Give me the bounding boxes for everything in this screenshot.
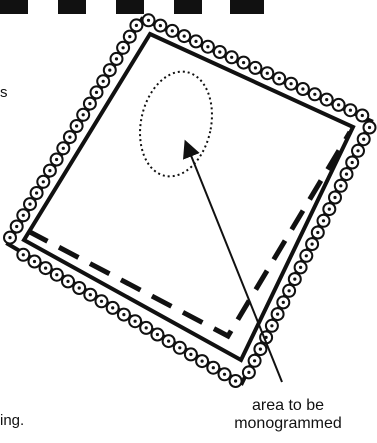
lace-eyelet	[218, 50, 221, 53]
lace-eyelet	[102, 80, 105, 83]
lace-eyelet	[111, 306, 114, 309]
lace-eyelet	[68, 136, 71, 139]
lace-eyelet	[305, 254, 308, 257]
lace-eyelet	[328, 208, 331, 211]
lace-eyelet	[171, 29, 174, 32]
lace-eyelet	[48, 169, 51, 172]
lace-eyelet	[33, 260, 36, 263]
lace-eyelet	[345, 173, 348, 176]
lace-eyelet	[290, 82, 293, 85]
lace-eyelet	[156, 333, 159, 336]
lace-eyelet	[299, 266, 302, 269]
cropped-text-fragment-bottom: ing.	[0, 412, 24, 430]
lace-eyelet	[178, 346, 181, 349]
lace-eyelet	[62, 147, 65, 150]
lace-eyelet	[282, 301, 285, 304]
lace-eyelet	[15, 225, 18, 228]
lace-eyelet	[22, 214, 25, 217]
lace-eyelet	[259, 348, 262, 351]
lace-eyelet	[82, 113, 85, 116]
lace-eyelet	[115, 57, 118, 60]
lace-eyelet	[212, 366, 215, 369]
lace-eyelet	[223, 373, 226, 376]
lace-eyelet	[322, 219, 325, 222]
lace-eyelet	[293, 278, 296, 281]
lace-eyelet	[311, 243, 314, 246]
lace-eyelet	[194, 40, 197, 43]
lace-eyelet	[35, 191, 38, 194]
lace-eyelet	[361, 114, 364, 117]
lace-eyelet	[100, 300, 103, 303]
lace-eyelet	[189, 353, 192, 356]
lace-eyelet	[78, 286, 81, 289]
lace-eyelet	[337, 103, 340, 106]
lace-eyelet	[253, 359, 256, 362]
lace-eyelet	[147, 19, 150, 22]
lace-eyelet	[278, 77, 281, 80]
lace-eyelet	[128, 35, 131, 38]
lace-eyelet	[206, 45, 209, 48]
lace-eyelet	[325, 98, 328, 101]
lace-eyelet	[266, 72, 269, 75]
lace-eyelet	[316, 231, 319, 234]
lace-eyelet	[242, 61, 245, 64]
cropped-text-fragment-top: s	[0, 84, 8, 102]
lace-eyelet	[349, 109, 352, 112]
lace-eyelet	[301, 87, 304, 90]
lace-eyelet	[122, 313, 125, 316]
lace-eyelet	[313, 93, 316, 96]
lace-eyelet	[55, 158, 58, 161]
lace-eyelet	[145, 326, 148, 329]
lace-eyelet	[44, 267, 47, 270]
lace-eyelet	[288, 289, 291, 292]
caption-line-1: area to be	[228, 397, 348, 415]
lace-eyelet	[167, 340, 170, 343]
lace-eyelet	[362, 138, 365, 141]
lace-eyelet	[42, 180, 45, 183]
lace-eyelet	[159, 24, 162, 27]
lace-eyelet	[247, 371, 250, 374]
lace-eyelet	[339, 184, 342, 187]
lace-eyelet	[276, 313, 279, 316]
monogram-caption: area to be monogrammed	[228, 397, 348, 433]
lace-eyelet	[368, 126, 371, 129]
lace-eyelet	[22, 253, 25, 256]
caption-line-2: monogrammed	[228, 415, 348, 433]
lace-eyelet	[89, 293, 92, 296]
lace-eyelet	[8, 236, 11, 239]
lace-eyelet	[270, 324, 273, 327]
lace-eyelet	[230, 56, 233, 59]
lace-eyelet	[201, 360, 204, 363]
lace-eyelet	[183, 35, 186, 38]
lace-eyelet	[135, 24, 138, 27]
lace-eyelet	[108, 69, 111, 72]
lace-eyelet	[88, 102, 91, 105]
lace-eyelet	[351, 161, 354, 164]
handkerchief	[4, 14, 376, 387]
lace-eyelet	[356, 149, 359, 152]
lace-eyelet	[333, 196, 336, 199]
lace-eyelet	[66, 280, 69, 283]
lace-eyelet	[134, 320, 137, 323]
lace-eyelet	[55, 273, 58, 276]
lace-eyelet	[254, 66, 257, 69]
lace-eyelet	[28, 203, 31, 206]
lace-eyelet	[95, 91, 98, 94]
lace-eyelet	[122, 46, 125, 49]
lace-eyelet	[75, 124, 78, 127]
lace-eyelet	[234, 379, 237, 382]
